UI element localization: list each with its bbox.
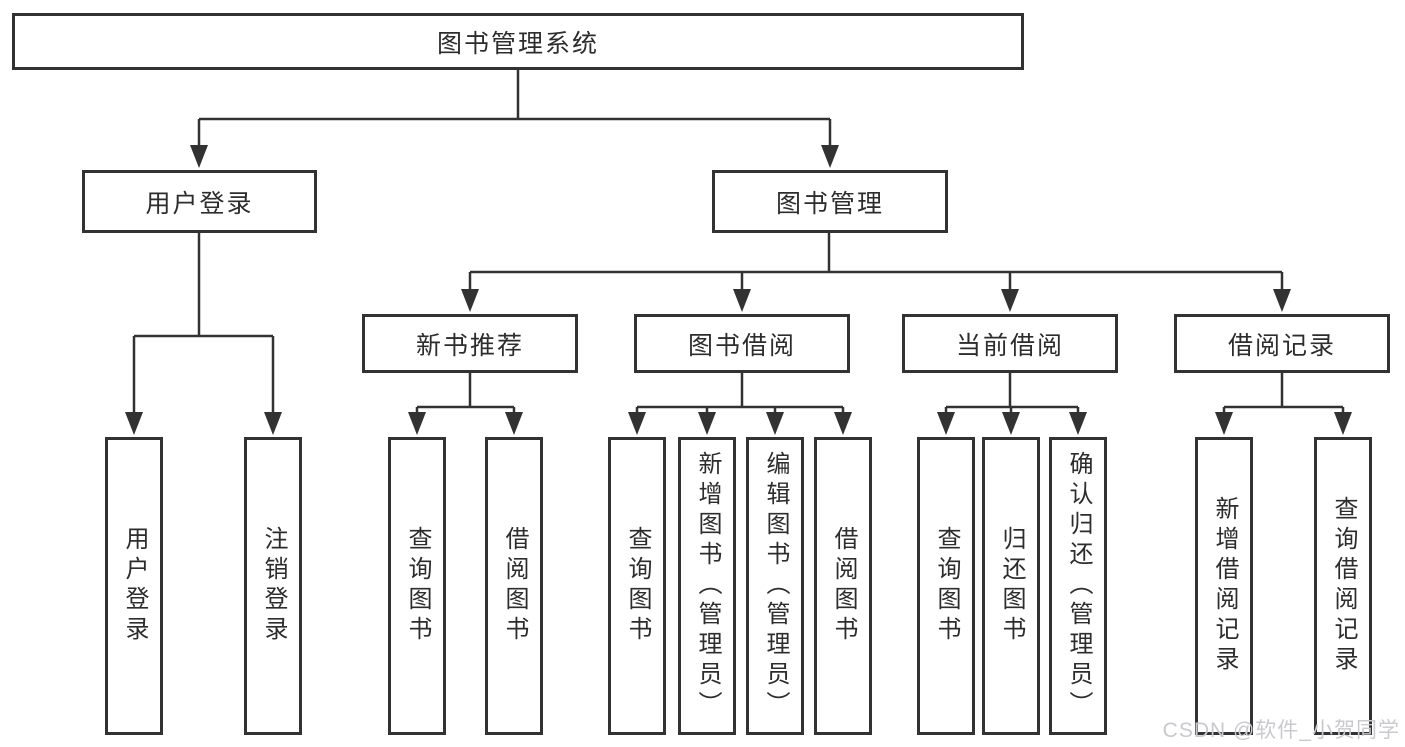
leaf-logout-label: 注销登录	[260, 526, 287, 646]
leaf-br-add-record: 新增借阅记录	[1195, 437, 1253, 735]
leaf-bb-add-books-admin-label: 新增图书（管理员）	[694, 451, 721, 721]
leaf-cb-confirm-return-admin-label: 确认归还（管理员）	[1065, 451, 1092, 721]
node-book-borrow-label: 图书借阅	[687, 331, 796, 360]
connector-user-login-to-leaves	[125, 233, 282, 435]
connector-current-borrow-to-leaves	[937, 373, 1087, 435]
leaf-bb-query-books: 查询图书	[608, 437, 666, 735]
leaf-cb-query-books-label: 查询图书	[933, 526, 960, 646]
leaf-bb-add-books-admin: 新增图书（管理员）	[678, 437, 736, 735]
leaf-nbr-query-books-label: 查询图书	[404, 526, 431, 646]
node-book-management-label: 图书管理	[775, 189, 884, 218]
leaf-cb-return-books-label: 归还图书	[998, 526, 1025, 646]
connector-book-mgmt-to-level3	[461, 233, 1291, 312]
leaf-nbr-query-books: 查询图书	[388, 437, 446, 735]
node-book-borrow: 图书借阅	[634, 314, 850, 373]
node-new-book-recommend-label: 新书推荐	[415, 331, 524, 360]
node-root-label: 图书管理系统	[436, 29, 599, 58]
connector-book-borrow-to-leaves	[628, 373, 852, 435]
connector-new-book-rec-to-leaves	[408, 373, 523, 435]
leaf-bb-edit-books-admin-label: 编辑图书（管理员）	[762, 451, 789, 721]
leaf-cb-query-books: 查询图书	[917, 437, 975, 735]
leaf-br-add-record-label: 新增借阅记录	[1211, 496, 1238, 676]
node-borrow-records: 借阅记录	[1174, 314, 1390, 373]
connector-root-to-level2	[190, 70, 839, 168]
csdn-watermark: CSDN @软件_小贺同学	[1162, 719, 1400, 742]
leaf-user-login-label: 用户登录	[121, 526, 148, 646]
node-current-borrow: 当前借阅	[902, 314, 1118, 373]
connector-borrow-records-to-leaves	[1215, 373, 1352, 435]
node-user-login: 用户登录	[82, 170, 317, 233]
leaf-br-query-record: 查询借阅记录	[1314, 437, 1372, 735]
leaf-bb-edit-books-admin: 编辑图书（管理员）	[746, 437, 804, 735]
leaf-bb-borrow-books: 借阅图书	[814, 437, 872, 735]
node-borrow-records-label: 借阅记录	[1227, 331, 1336, 360]
leaf-cb-confirm-return-admin: 确认归还（管理员）	[1049, 437, 1107, 735]
node-user-login-label: 用户登录	[145, 189, 254, 218]
node-book-management: 图书管理	[712, 170, 948, 233]
leaf-nbr-borrow-books-label: 借阅图书	[501, 526, 528, 646]
leaf-br-query-record-label: 查询借阅记录	[1330, 496, 1357, 676]
leaf-nbr-borrow-books: 借阅图书	[485, 437, 543, 735]
leaf-bb-query-books-label: 查询图书	[624, 526, 651, 646]
leaf-logout: 注销登录	[244, 437, 302, 735]
leaf-bb-borrow-books-label: 借阅图书	[830, 526, 857, 646]
node-root: 图书管理系统	[12, 13, 1024, 70]
node-new-book-recommend: 新书推荐	[362, 314, 578, 373]
leaf-user-login: 用户登录	[105, 437, 163, 735]
node-current-borrow-label: 当前借阅	[955, 331, 1064, 360]
leaf-cb-return-books: 归还图书	[982, 437, 1040, 735]
